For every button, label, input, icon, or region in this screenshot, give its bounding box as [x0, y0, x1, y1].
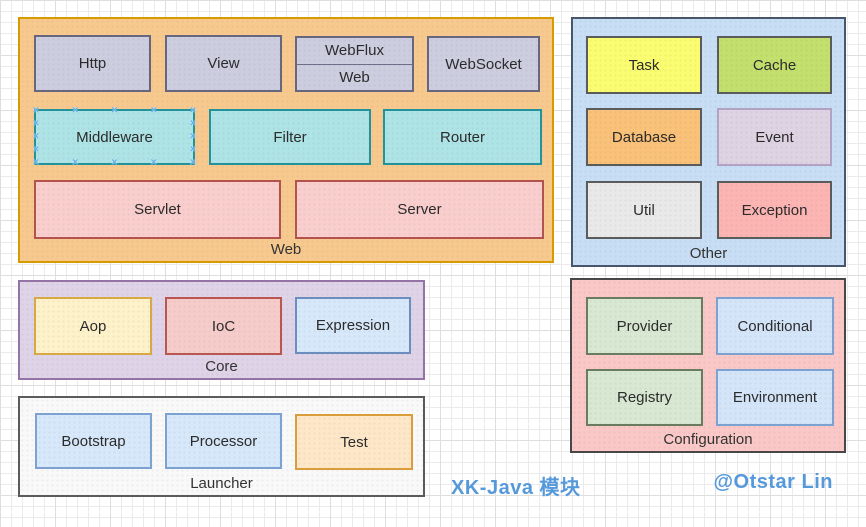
- connection-point-icon[interactable]: ×: [189, 130, 197, 143]
- node-provider[interactable]: Provider: [586, 297, 703, 355]
- node-exception-label: Exception: [741, 201, 808, 219]
- node-environment[interactable]: Environment: [716, 369, 834, 426]
- group-launcher[interactable]: Bootstrap Processor Test Launcher: [18, 396, 425, 497]
- connection-point-icon[interactable]: ×: [150, 156, 157, 169]
- group-core-label: Core: [205, 358, 238, 375]
- node-bootstrap-label: Bootstrap: [61, 432, 126, 450]
- node-provider-label: Provider: [616, 317, 673, 335]
- node-processor-label: Processor: [189, 432, 258, 450]
- group-other-label: Other: [689, 245, 728, 262]
- connection-point-icon[interactable]: ×: [32, 143, 40, 156]
- node-http[interactable]: Http: [34, 35, 151, 92]
- node-aop-label: Aop: [79, 317, 107, 335]
- node-websocket[interactable]: WebSocket: [427, 36, 540, 92]
- node-webflux-label: WebFlux: [325, 42, 384, 60]
- connection-point-icon[interactable]: ×: [189, 104, 197, 117]
- node-test-label: Test: [340, 433, 368, 451]
- node-ioc[interactable]: IoC: [165, 297, 282, 355]
- group-web[interactable]: Http View WebFlux Web WebSocket Middlewa…: [18, 17, 554, 263]
- group-other[interactable]: Task Cache Database Event Util Exception…: [571, 17, 846, 267]
- connection-point-icon[interactable]: ×: [189, 143, 197, 156]
- group-launcher-label: Launcher: [190, 475, 253, 492]
- node-cache-label: Cache: [752, 56, 797, 74]
- node-view[interactable]: View: [165, 35, 282, 92]
- connection-point-icon[interactable]: ×: [32, 104, 40, 117]
- node-server[interactable]: Server: [295, 180, 544, 239]
- node-task-label: Task: [628, 56, 660, 74]
- node-filter[interactable]: Filter: [209, 109, 371, 165]
- node-aop[interactable]: Aop: [34, 297, 152, 355]
- node-database-label: Database: [611, 128, 677, 146]
- node-processor[interactable]: Processor: [165, 413, 282, 469]
- node-exception[interactable]: Exception: [717, 181, 832, 239]
- connection-point-icon[interactable]: ×: [32, 117, 40, 130]
- node-middleware[interactable]: Middleware ××××××××××××××××: [32, 104, 197, 168]
- connection-point-icon[interactable]: ×: [150, 104, 157, 117]
- group-web-label: Web: [270, 241, 302, 258]
- node-server-label: Server: [397, 201, 442, 218]
- node-http-label: Http: [78, 55, 107, 72]
- group-configuration[interactable]: Provider Conditional Registry Environmen…: [570, 278, 846, 453]
- node-conditional[interactable]: Conditional: [716, 297, 834, 355]
- group-configuration-label: Configuration: [663, 431, 753, 448]
- node-cache[interactable]: Cache: [717, 36, 832, 94]
- node-event[interactable]: Event: [717, 108, 832, 166]
- diagram-title[interactable]: XK-Java 模块: [451, 477, 581, 499]
- node-web[interactable]: Web: [297, 65, 412, 91]
- group-core[interactable]: Aop IoC Expression Core: [18, 280, 425, 380]
- connection-point-icon[interactable]: ×: [32, 156, 40, 169]
- connection-point-icon[interactable]: ×: [111, 156, 118, 169]
- node-expression-label: Expression: [315, 317, 391, 334]
- node-registry-label: Registry: [616, 389, 672, 406]
- node-router-label: Router: [439, 128, 486, 146]
- node-view-label: View: [207, 55, 240, 72]
- node-web-label: Web: [339, 68, 370, 86]
- node-servlet[interactable]: Servlet: [34, 180, 281, 239]
- node-websocket-label: WebSocket: [445, 55, 522, 73]
- node-event-label: Event: [755, 128, 794, 146]
- node-database[interactable]: Database: [586, 108, 702, 166]
- node-expression[interactable]: Expression: [295, 297, 411, 354]
- connection-point-icon[interactable]: ×: [111, 104, 118, 117]
- node-task[interactable]: Task: [586, 36, 702, 94]
- author-credit[interactable]: @Otstar Lin: [713, 471, 833, 493]
- node-filter-label: Filter: [273, 128, 307, 146]
- node-util-label: Util: [633, 201, 655, 219]
- connection-point-icon[interactable]: ×: [72, 104, 79, 117]
- node-webflux-web-stack[interactable]: WebFlux Web: [295, 36, 414, 92]
- connection-point-icon[interactable]: ×: [32, 130, 40, 143]
- node-environment-label: Environment: [732, 389, 818, 406]
- node-bootstrap[interactable]: Bootstrap: [35, 413, 152, 469]
- connection-point-icon[interactable]: ×: [189, 117, 197, 130]
- node-util[interactable]: Util: [586, 181, 702, 239]
- connection-point-icon[interactable]: ×: [72, 156, 79, 169]
- node-test[interactable]: Test: [295, 414, 413, 470]
- connection-point-icon[interactable]: ×: [189, 156, 197, 169]
- node-registry[interactable]: Registry: [586, 369, 703, 426]
- node-webflux[interactable]: WebFlux: [297, 38, 412, 65]
- node-router[interactable]: Router: [383, 109, 542, 165]
- node-servlet-label: Servlet: [134, 201, 181, 218]
- node-middleware-label: Middleware: [76, 128, 153, 146]
- node-ioc-label: IoC: [211, 317, 236, 335]
- node-conditional-label: Conditional: [737, 317, 813, 335]
